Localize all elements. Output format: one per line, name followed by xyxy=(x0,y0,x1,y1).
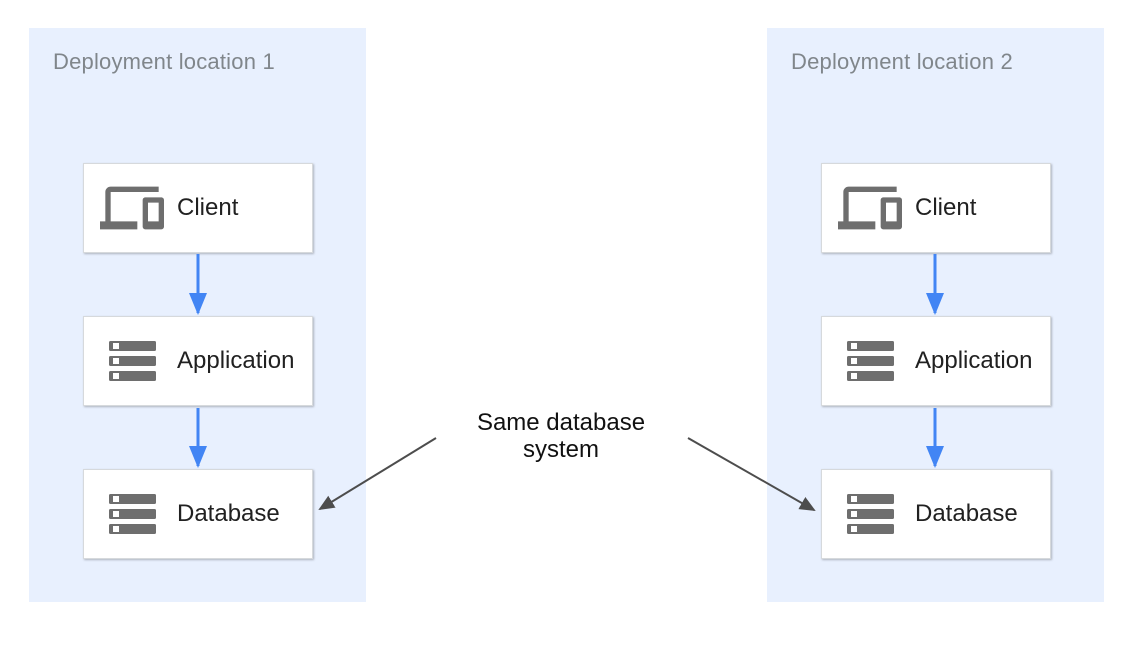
node-label: Database xyxy=(915,500,1018,527)
node-label: Client xyxy=(915,194,977,221)
server-stack-icon xyxy=(837,341,903,381)
application-node: Application xyxy=(821,316,1051,406)
server-stack-icon xyxy=(837,494,903,534)
client-node: Client xyxy=(821,163,1051,253)
node-label: Application xyxy=(915,347,1033,374)
panel-title: Deployment location 1 xyxy=(53,49,275,74)
server-stack-icon xyxy=(99,494,165,534)
deployment-location-1-panel: Deployment location 1 Client A xyxy=(29,28,366,602)
database-node: Database xyxy=(83,469,313,559)
database-node: Database xyxy=(821,469,1051,559)
node-label: Client xyxy=(177,194,239,221)
server-stack-icon xyxy=(99,341,165,381)
devices-icon xyxy=(837,185,903,231)
node-label: Application xyxy=(177,347,295,374)
devices-icon xyxy=(99,185,165,231)
deployment-location-2-panel: Deployment location 2 Client A xyxy=(767,28,1104,602)
same-database-annotation: Same database system xyxy=(476,409,646,463)
client-node: Client xyxy=(83,163,313,253)
panel-title: Deployment location 2 xyxy=(791,49,1013,74)
node-label: Database xyxy=(177,500,280,527)
application-node: Application xyxy=(83,316,313,406)
